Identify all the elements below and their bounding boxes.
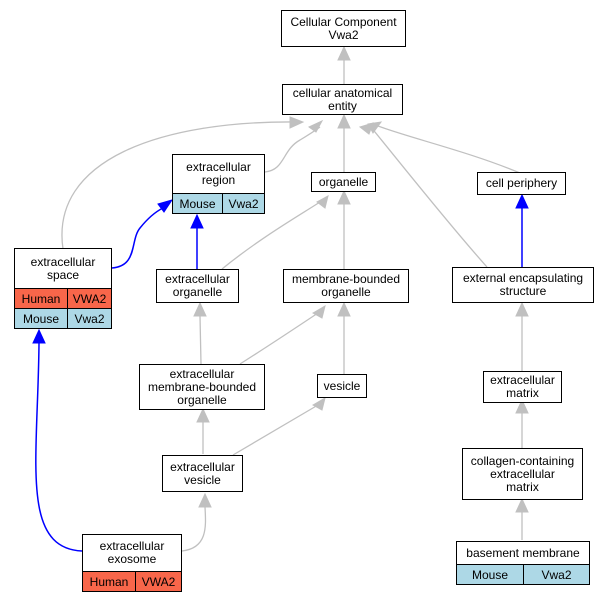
annotation-row-human: Human VWA2: [83, 571, 181, 591]
edge-exosome-ecvesicle: [181, 506, 207, 552]
node-external-encapsulating-structure[interactable]: external encapsulating structure: [452, 267, 594, 303]
node-label: extracellular organelle: [165, 272, 230, 299]
annotation-row-mouse: Mouse Vwa2: [457, 564, 589, 584]
node-membrane-bounded-organelle[interactable]: membrane-bounded organelle: [283, 269, 409, 303]
species-label: Human: [89, 574, 129, 589]
edge-exosome-ecspace: [35, 342, 83, 552]
edge-ecmborganelle-ecorganelle: [199, 315, 202, 365]
arrowhead-ecregion-center: [190, 213, 204, 229]
node-label: membrane-bounded organelle: [291, 272, 401, 299]
node-label: collagen-containing extracellular matrix: [470, 453, 575, 494]
node-extracellular-region[interactable]: extracellular region Mouse Vwa2: [172, 154, 265, 214]
edge-cellperiphery-cae: [377, 125, 521, 174]
node-extracellular-exosome[interactable]: extracellular exosome Human VWA2: [82, 534, 182, 592]
arrowhead-ecmatrix: [515, 398, 529, 414]
node-label: extracellular matrix: [490, 373, 555, 400]
node-organelle[interactable]: organelle: [311, 172, 376, 192]
node-extracellular-membrane-bounded-organelle[interactable]: extracellular membrane-bounded organelle: [139, 364, 265, 410]
arrowhead-extencap: [515, 301, 529, 317]
species-label: Mouse: [471, 567, 509, 582]
node-cell-periphery[interactable]: cell periphery: [477, 172, 566, 195]
node-label: basement membrane: [466, 545, 580, 560]
node-vesicle[interactable]: vesicle: [317, 374, 367, 398]
arrowhead-vesicle: [311, 396, 326, 411]
node-cellular-anatomical-entity[interactable]: cellular anatomical entity: [282, 84, 403, 115]
edge-ecvesicle-vesicle: [232, 404, 319, 456]
node-extracellular-space[interactable]: extracellular space Human VWA2 Mouse Vwa…: [14, 248, 112, 329]
node-label: extracellular space: [30, 254, 96, 282]
species-label: Mouse: [22, 311, 60, 326]
edge-ecspace-cae: [61, 121, 301, 250]
node-label: extracellular vesicle: [170, 459, 235, 487]
arrowhead-root: [337, 45, 351, 61]
gene-label: VWA2: [67, 289, 111, 308]
arrowhead-organelle-center: [337, 189, 351, 205]
arrowhead-ecregion-left: [157, 199, 174, 213]
arrowhead-ecmborganelle: [196, 407, 210, 423]
gene-label: Vwa2: [222, 194, 264, 213]
annotation-row-mouse: Mouse Vwa2: [15, 308, 111, 328]
node-label: cellular anatomical entity: [292, 85, 393, 113]
edge-ecregion-cae: [264, 126, 321, 173]
edge-extencap-cae: [369, 125, 488, 268]
arrowhead-organelle-left: [316, 195, 329, 209]
arrowhead-cae-left: [308, 119, 324, 133]
arrowhead-ecvesicle: [198, 492, 212, 508]
node-collagen-containing-extracellular-matrix[interactable]: collagen-containing extracellular matrix: [462, 448, 583, 500]
arrowhead-mborganelle-left: [311, 304, 326, 319]
arrowhead-collagen: [515, 497, 529, 513]
node-label: vesicle: [323, 378, 361, 393]
node-label: extracellular membrane-bounded organelle: [147, 366, 257, 407]
node-label: organelle: [318, 174, 369, 189]
arrowhead-ecspace: [32, 328, 46, 344]
arrowhead-cae-far-left: [289, 116, 305, 129]
arrowhead-ecorganelle: [193, 301, 207, 317]
arrowhead-cae-right2: [358, 122, 374, 135]
arrowhead-mborganelle-center: [337, 301, 351, 317]
node-extracellular-matrix[interactable]: extracellular matrix: [483, 371, 562, 403]
arrowhead-cae-center: [337, 113, 351, 129]
arrowhead-cellperiphery: [515, 193, 529, 209]
species-label: Human: [21, 291, 61, 306]
annotation-row-mouse: Mouse Vwa2: [173, 193, 264, 213]
edge-ecmborganelle-mborganelle: [239, 312, 319, 365]
edge-ecspace-ecregion: [111, 207, 164, 269]
species-label: Mouse: [179, 196, 216, 211]
node-label: extracellular exosome: [99, 539, 165, 566]
gene-label: Vwa2: [67, 309, 111, 328]
edge-ecorganelle-organelle: [221, 201, 321, 270]
annotation-row-human: Human VWA2: [15, 288, 111, 308]
node-extracellular-vesicle[interactable]: extracellular vesicle: [162, 455, 243, 492]
node-label: extracellular region: [186, 160, 251, 187]
node-label: cell periphery: [485, 176, 558, 190]
node-label: Cellular Component Vwa2: [290, 14, 397, 42]
gene-label: Vwa2: [523, 565, 589, 584]
node-extracellular-organelle[interactable]: extracellular organelle: [156, 269, 239, 303]
node-label: external encapsulating structure: [462, 271, 584, 298]
node-basement-membrane[interactable]: basement membrane Mouse Vwa2: [456, 541, 590, 585]
gene-label: VWA2: [135, 572, 181, 591]
node-cellular-component[interactable]: Cellular Component Vwa2: [281, 10, 406, 47]
